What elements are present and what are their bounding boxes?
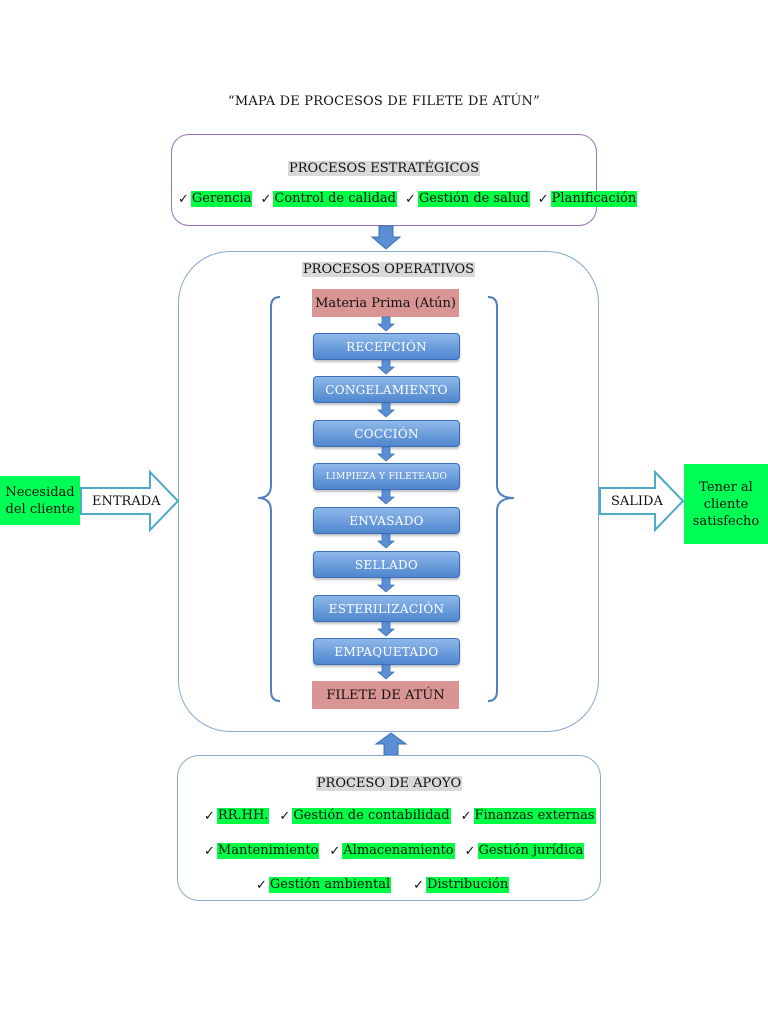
- customer-need-box: Necesidad del cliente: [0, 476, 80, 525]
- list-item: ✓Control de calidad: [260, 191, 397, 207]
- down-arrow-icon: [370, 225, 402, 250]
- step-sellado: SELLADO: [313, 551, 460, 578]
- check-icon: ✓: [460, 808, 472, 824]
- check-icon: ✓: [404, 191, 416, 207]
- check-icon: ✓: [329, 843, 341, 859]
- entrada-label: ENTRADA: [92, 494, 161, 509]
- up-arrow-icon: [374, 732, 408, 756]
- check-icon: ✓: [413, 877, 425, 893]
- list-item: ✓Gestión jurídica: [464, 843, 585, 859]
- check-icon: ✓: [537, 191, 549, 207]
- list-item: ✓Gestión de contabilidad: [279, 808, 451, 824]
- step-recepcion: RECEPCIÓN: [313, 333, 460, 360]
- list-item: ✓Planificación: [537, 191, 638, 207]
- step-esterilizacion: ESTERILIZACIÓN: [313, 595, 460, 622]
- support-items-row2: ✓Mantenimiento ✓Almacenamiento ✓Gestión …: [204, 843, 585, 859]
- output-arrow-icon: [599, 469, 685, 533]
- list-item: ✓RR.HH.: [204, 808, 270, 824]
- check-icon: ✓: [178, 191, 189, 207]
- check-icon: ✓: [204, 843, 215, 859]
- list-item: ✓Mantenimiento: [204, 843, 320, 859]
- step-congelamiento: CONGELAMIENTO: [313, 376, 460, 403]
- page-title: “MAPA DE PROCESOS DE FILETE DE ATÚN”: [228, 94, 540, 109]
- step-envasado: ENVASADO: [313, 507, 460, 534]
- list-item: ✓Distribución: [413, 877, 510, 893]
- check-icon: ✓: [279, 808, 291, 824]
- left-brace: [257, 296, 281, 702]
- step-coccion: COCCIÓN: [313, 420, 460, 447]
- list-item: ✓Finanzas externas: [460, 808, 596, 824]
- check-icon: ✓: [464, 843, 476, 859]
- check-icon: ✓: [204, 808, 215, 824]
- strategic-heading: PROCESOS ESTRATÉGICOS: [288, 161, 480, 176]
- operative-heading: PROCESOS OPERATIVOS: [301, 262, 476, 277]
- support-processes-box: PROCESO DE APOYO ✓RR.HH. ✓Gestión de con…: [177, 755, 601, 901]
- salida-label: SALIDA: [611, 494, 663, 509]
- check-icon: ✓: [260, 191, 272, 207]
- strategic-processes-box: PROCESOS ESTRATÉGICOS ✓Gerencia ✓Control…: [171, 134, 638, 226]
- raw-material-box: Materia Prima (Atún): [312, 289, 459, 317]
- satisfied-customer-box: Tener al cliente satisfecho: [684, 464, 768, 544]
- list-item: ✓Gerencia: [178, 191, 253, 207]
- step-limpieza-fileteado: LIMPIEZA Y FILETEADO: [313, 463, 460, 490]
- final-product-box: FILETE DE ATÚN: [312, 681, 459, 709]
- list-item: ✓Almacenamiento: [329, 843, 455, 859]
- list-item: ✓Gestión ambiental: [256, 877, 392, 893]
- support-items-row1: ✓RR.HH. ✓Gestión de contabilidad ✓Finanz…: [204, 808, 596, 824]
- check-icon: ✓: [256, 877, 267, 893]
- strategic-items: ✓Gerencia ✓Control de calidad ✓Gestión d…: [178, 191, 638, 207]
- input-arrow-icon: [80, 469, 180, 533]
- list-item: ✓Gestión de salud: [404, 191, 530, 207]
- support-heading: PROCESO DE APOYO: [315, 776, 463, 791]
- support-items-row3: ✓Gestión ambiental ✓Distribución: [256, 877, 510, 893]
- step-empaquetado: EMPAQUETADO: [313, 638, 460, 665]
- right-brace: [487, 296, 515, 702]
